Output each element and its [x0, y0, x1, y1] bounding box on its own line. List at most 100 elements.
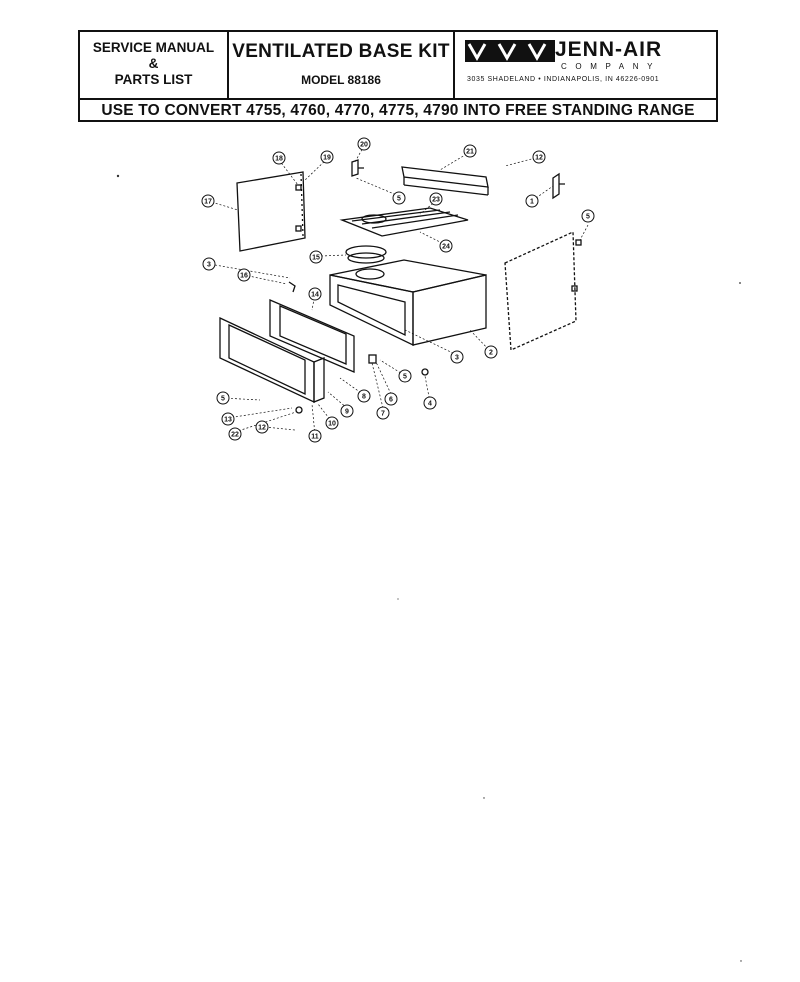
- fan-base: [347, 252, 385, 264]
- grille-slat: [351, 209, 441, 222]
- cabinet-top: [329, 259, 487, 293]
- title-block: SERVICE MANUAL & PARTS LIST VENTILATED B…: [78, 30, 718, 122]
- screw-part: [295, 406, 303, 414]
- bracket-right: [552, 172, 565, 200]
- callout-3: [450, 350, 464, 364]
- speck: [116, 174, 120, 178]
- foot-part: [421, 368, 429, 376]
- company-cell: JENN-AIR COMPANY 3035 SHADELAND • INDIAN…: [455, 32, 716, 98]
- callout-label: 5: [586, 214, 590, 221]
- callout-6: [384, 392, 398, 406]
- speck: [397, 598, 399, 600]
- callout-12-b: [255, 420, 269, 434]
- callout-label: 18: [275, 156, 283, 163]
- speck: [740, 960, 742, 962]
- drawer-front-opening: [228, 323, 306, 396]
- drawer-front-edge: [313, 357, 325, 403]
- inner-frame-opening: [279, 305, 347, 365]
- callout-3-b: [202, 257, 216, 271]
- callout-label: 6: [389, 397, 393, 404]
- hinge-part: [288, 281, 296, 293]
- callout-12: [532, 150, 546, 164]
- callout-label: 8: [362, 394, 366, 401]
- bracket: [351, 159, 364, 177]
- parts-list-label: PARTS LIST: [114, 72, 193, 87]
- vent-grille: [339, 207, 469, 237]
- grille-slat: [371, 214, 459, 229]
- callout-label: 3: [455, 355, 459, 362]
- callout-label: 21: [466, 149, 474, 156]
- callout-1: [525, 194, 539, 208]
- callout-label: 20: [360, 142, 368, 149]
- callout-label: 5: [403, 374, 407, 381]
- callout-8: [357, 389, 371, 403]
- callout-label: 15: [312, 255, 320, 262]
- service-manual-cell: SERVICE MANUAL & PARTS LIST: [80, 32, 229, 98]
- callout-10: [325, 416, 339, 430]
- callout-label: 7: [381, 411, 385, 418]
- inner-frame: [269, 299, 355, 373]
- callout-label: 14: [311, 292, 319, 299]
- cabinet-side: [412, 274, 487, 346]
- ampersand-label: &: [148, 56, 159, 71]
- panel-hole: [571, 285, 578, 292]
- callout-5: [392, 191, 406, 205]
- cabinet-vent-hole: [355, 268, 385, 280]
- callout-18: [272, 151, 286, 165]
- callout-4: [423, 396, 437, 410]
- fan-housing: [345, 245, 387, 259]
- service-manual-label: SERVICE MANUAL: [92, 40, 215, 55]
- kit-title-cell: VENTILATED BASE KIT MODEL 88186: [229, 32, 455, 98]
- callout-label: 23: [432, 197, 440, 204]
- callout-label: 24: [442, 244, 450, 251]
- left-side-panel: [236, 171, 306, 252]
- callout-2: [484, 345, 498, 359]
- callout-17: [201, 194, 215, 208]
- brand-name: JENN-AIR: [555, 38, 663, 61]
- panel-hole: [295, 184, 302, 191]
- callout-22: [228, 427, 242, 441]
- callout-label: 4: [428, 401, 432, 408]
- callout-label: 5: [397, 196, 401, 203]
- rail-edge: [403, 184, 489, 196]
- callout-label: 1: [530, 199, 534, 206]
- callout-24: [439, 239, 453, 253]
- callout-label: 3: [207, 262, 211, 269]
- company-address: 3035 SHADELAND • INDIANAPOLIS, IN 46226-…: [467, 76, 660, 83]
- callout-21: [463, 144, 477, 158]
- callout-label: 16: [240, 273, 248, 280]
- callout-15: [309, 250, 323, 264]
- speck: [483, 797, 485, 799]
- speck: [739, 282, 741, 284]
- cabinet-opening: [337, 284, 406, 337]
- callout-14: [308, 287, 322, 301]
- callout-13: [221, 412, 235, 426]
- callout-5-b: [398, 369, 412, 383]
- callout-7: [376, 406, 390, 420]
- clip-part: [368, 354, 377, 364]
- callout-label: 2: [489, 350, 493, 357]
- top-rail: [401, 166, 489, 188]
- kit-title: VENTILATED BASE KIT: [232, 41, 450, 62]
- callout-label: 9: [345, 409, 349, 416]
- callout-5-c: [581, 209, 595, 223]
- callout-label: 11: [311, 434, 319, 441]
- panel-edge: [300, 173, 304, 237]
- callout-16: [237, 268, 251, 282]
- callout-label: 17: [204, 199, 212, 206]
- right-side-panel: [504, 231, 577, 351]
- convert-strip: USE TO CONVERT 4755, 4760, 4770, 4775, 4…: [80, 98, 716, 120]
- panel-hole: [575, 239, 582, 246]
- callout-20: [357, 137, 371, 151]
- grille-slat: [361, 211, 451, 225]
- model-number: MODEL 88186: [301, 73, 381, 87]
- callout-9: [340, 404, 354, 418]
- callout-label: 10: [328, 421, 336, 428]
- callout-label: 5: [221, 396, 225, 403]
- company-label: COMPANY: [561, 62, 662, 71]
- callout-label: 19: [323, 155, 331, 162]
- grille-opening: [361, 214, 387, 224]
- callout-label: 13: [224, 417, 232, 424]
- callout-label: 12: [258, 425, 266, 432]
